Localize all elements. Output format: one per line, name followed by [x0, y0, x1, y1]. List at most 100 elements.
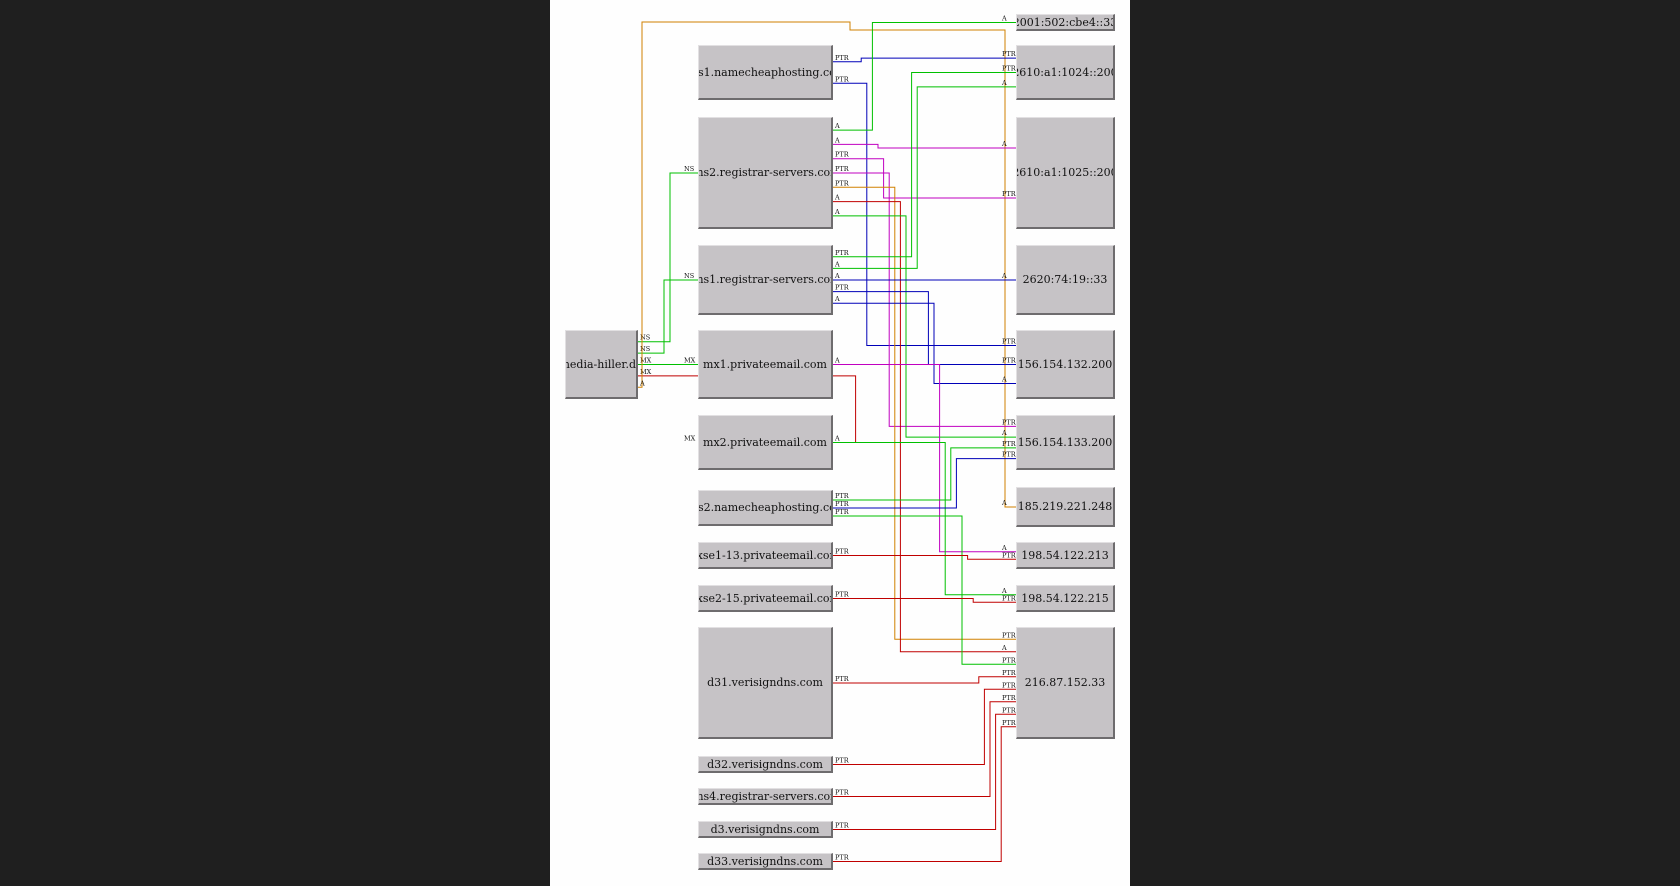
edge-d31-ip216 — [833, 676, 1016, 684]
node-ip-198-54-122-215[interactable]: 198.54.122.215 — [1016, 585, 1115, 612]
node-ip-2001-502-cbe4-33[interactable]: 2001:502:cbe4::33 — [1016, 14, 1115, 31]
edge-media-ip185 — [638, 21, 1016, 508]
edge-dns2rs-ip216 — [833, 201, 1016, 653]
node-ip-156-154-132-200[interactable]: 156.154.132.200 — [1016, 330, 1115, 399]
node-ip-2620-74-19-33[interactable]: 2620:74:19::33 — [1016, 245, 1115, 315]
edge-d32-ip216 — [833, 688, 1016, 765]
edge-d3-ip216 — [833, 713, 1016, 830]
edge-label-source: PTR — [835, 854, 850, 862]
edge-label-target: PTR — [1002, 357, 1017, 365]
edge-label-source: A — [834, 122, 840, 130]
edge-label-source: PTR — [835, 548, 850, 556]
edge-dns2rs-ip2001 — [833, 22, 1016, 131]
node-dns1-registrar-servers[interactable]: dns1.registrar-servers.com — [698, 245, 833, 315]
edge-label-source: PTR — [835, 75, 850, 83]
edge-dns1rs-ip2610_1024 — [833, 86, 1016, 269]
edge-label-source: NS — [640, 334, 650, 342]
edge-label-target: NS — [684, 272, 694, 280]
edge-label-target: PTR — [1002, 65, 1017, 73]
edge-label-source: PTR — [835, 822, 850, 830]
edge-dns2rs-ip2610_1025 — [833, 143, 1016, 149]
edge-label-target: A — [1001, 587, 1007, 595]
edge-label-target: MX — [684, 435, 696, 443]
node-ip-156-154-133-200[interactable]: 156.154.133.200 — [1016, 415, 1115, 470]
edge-label-target: A — [1001, 79, 1007, 87]
node-ip-2610-a1-1024-200[interactable]: 2610:a1:1024::200 — [1016, 45, 1115, 100]
edge-label-target: A — [1001, 272, 1007, 280]
node-d33-verisigndns[interactable]: d33.verisigndns.com — [698, 853, 833, 870]
edge-oxse2-ip198_215 — [833, 598, 1016, 603]
node-dns2-registrar-servers[interactable]: dns2.registrar-servers.com — [698, 117, 833, 229]
node-oxse2-15-privateemail[interactable]: oxse2-15.privateemail.com — [698, 585, 833, 612]
edge-label-source: A — [834, 194, 840, 202]
edge-label-source: A — [834, 208, 840, 216]
edge-mx2-ip198_215 — [833, 442, 1016, 596]
edge-label-target: PTR — [1002, 338, 1017, 346]
node-ip-2610-a1-1025-200[interactable]: 2610:a1:1025::200 — [1016, 117, 1115, 229]
edge-dns2rs-ip156_133 — [833, 172, 1016, 427]
edge-dns2nc-ip216 — [833, 515, 1016, 665]
node-dns4-registrar-servers[interactable]: dns4.registrar-servers.com — [698, 788, 833, 805]
edge-label-source: MX — [640, 357, 652, 365]
edge-dns2rs-ip2610_1025 — [833, 158, 1016, 199]
edge-dns1nc-ip2610_1024 — [833, 57, 1016, 63]
edge-label-source: PTR — [835, 500, 850, 508]
edge-label-source: A — [834, 260, 840, 268]
edge-label-source: PTR — [835, 54, 850, 62]
edge-label-source: PTR — [835, 179, 850, 187]
edge-label-target: A — [1001, 429, 1007, 437]
edge-dns2nc-ip156_133 — [833, 447, 1016, 501]
edge-label-source: PTR — [835, 249, 850, 257]
edge-label-target: PTR — [1002, 694, 1017, 702]
node-ip-216-87-152-33[interactable]: 216.87.152.33 — [1016, 627, 1115, 739]
edge-label-source: PTR — [835, 591, 850, 599]
edge-label-target: PTR — [1002, 681, 1017, 689]
edge-label-target: PTR — [1002, 451, 1017, 459]
edge-label-source: A — [834, 272, 840, 280]
edge-label-target: PTR — [1002, 551, 1017, 559]
edge-label-target: A — [1001, 140, 1007, 148]
edge-label-target: PTR — [1002, 631, 1017, 639]
node-d31-verisigndns[interactable]: d31.verisigndns.com — [698, 627, 833, 739]
edge-label-target: MX — [684, 357, 696, 365]
edge-oxse1-ip198_213 — [833, 555, 1016, 560]
node-ip-185-219-221-248[interactable]: 185.219.221.248 — [1016, 487, 1115, 527]
node-mx1-privateemail[interactable]: mx1.privateemail.com — [698, 330, 833, 399]
node-oxse1-13-privateemail[interactable]: oxse1-13.privateemail.com — [698, 542, 833, 569]
edge-d33-ip216 — [833, 726, 1016, 862]
edge-label-target: A — [1001, 644, 1007, 652]
edge-label-source: A — [834, 136, 840, 144]
edge-label-source: PTR — [835, 165, 850, 173]
edge-label-target: NS — [684, 165, 694, 173]
edge-label-source: PTR — [835, 492, 850, 500]
node-d32-verisigndns[interactable]: d32.verisigndns.com — [698, 756, 833, 773]
edge-label-source: NS — [640, 345, 650, 353]
edge-label-source: PTR — [835, 789, 850, 797]
edge-label-source: PTR — [835, 675, 850, 683]
edge-label-source: PTR — [835, 284, 850, 292]
edge-media-dns2rs — [638, 172, 698, 343]
edge-dns1rs-ip2610_1024 — [833, 72, 1016, 258]
node-dns2-namecheaphosting[interactable]: dns2.namecheaphosting.com — [698, 490, 833, 526]
edge-label-target: PTR — [1002, 594, 1017, 602]
node-media-hiller[interactable]: media-hiller.de — [565, 330, 638, 399]
node-mx2-privateemail[interactable]: mx2.privateemail.com — [698, 415, 833, 470]
node-dns1-namecheaphosting[interactable]: dns1.namecheaphosting.com — [698, 45, 833, 100]
node-ip-198-54-122-213[interactable]: 198.54.122.213 — [1016, 542, 1115, 569]
edge-dns2nc-ip156_133 — [833, 458, 1016, 509]
edge-label-source: A — [639, 379, 645, 387]
edge-label-target: PTR — [1002, 719, 1017, 727]
edge-label-source: PTR — [835, 757, 850, 765]
edge-dns1nc-ip156_132 — [833, 82, 1016, 346]
edge-label-target: A — [1001, 499, 1007, 507]
edge-label-source: A — [834, 357, 840, 365]
edge-label-target: PTR — [1002, 440, 1017, 448]
edge-label-target: PTR — [1002, 656, 1017, 664]
edge-label-target: A — [1001, 376, 1007, 384]
edge-label-target: A — [1001, 544, 1007, 552]
node-d3-verisigndns[interactable]: d3.verisigndns.com — [698, 821, 833, 838]
edge-label-source: PTR — [835, 508, 850, 516]
edge-label-source: MX — [640, 368, 652, 376]
